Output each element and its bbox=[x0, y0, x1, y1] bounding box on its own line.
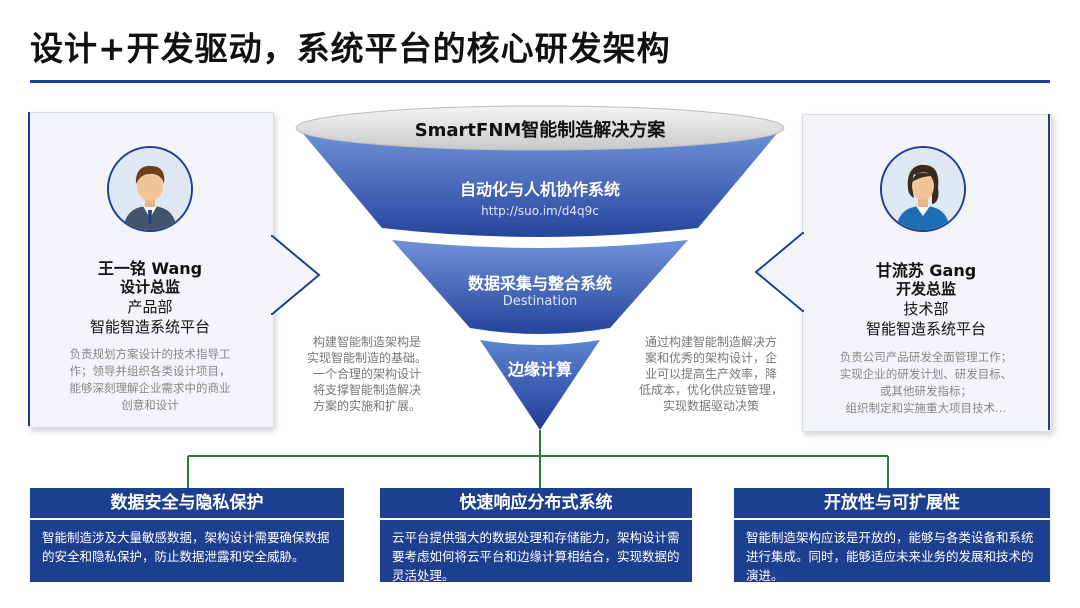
right-note: 通过构建智能制造解决方 案和优秀的架构设计，企 业可以提高生产效率，降 低成本，… bbox=[638, 335, 783, 413]
page-title: 设计+开发驱动，系统平台的核心研发架构 bbox=[30, 29, 671, 68]
funnel-layer-1 bbox=[300, 130, 780, 237]
box-scalability-title: 开放性与可扩展性 bbox=[734, 488, 1050, 518]
right-person-role: 开发总监 bbox=[895, 280, 956, 298]
right-person-description: 负责公司产品研发全面管理工作； 实现企业的研发计划、研发目标、 或其他研发指标；… bbox=[839, 350, 1013, 415]
right-person-name: 甘流苏 Gang bbox=[875, 261, 977, 280]
right-card-pointer bbox=[754, 232, 804, 312]
male-avatar-icon bbox=[107, 146, 193, 232]
funnel-layer-3 bbox=[480, 340, 600, 430]
box-distributed-title: 快速响应分布式系统 bbox=[380, 488, 692, 518]
left-person-dept: 产品部 bbox=[127, 298, 173, 316]
right-person-platform: 智能智造系统平台 bbox=[865, 320, 986, 338]
left-person-platform: 智能智造系统平台 bbox=[89, 318, 210, 336]
left-person-name: 王一铭 Wang bbox=[97, 259, 203, 278]
box-security-title: 数据安全与隐私保护 bbox=[30, 488, 344, 518]
box-distributed-body: 云平台提供强大的数据处理和存储能力，架构设计需要考虑如何将云平台和边缘计算相结合… bbox=[380, 520, 692, 583]
funnel-layer-1-title: 自动化与人机协作系统 bbox=[459, 180, 620, 199]
right-card-edge bbox=[1048, 114, 1050, 430]
left-note: 构建智能制造架构是 实现智能制造的基础。 一个合理的架构设计 将支撑智能制造解决… bbox=[306, 335, 427, 413]
box-security-body: 智能制造涉及大量敏感数据，架构设计需要确保数据的安全和隐私保护，防止数据泄露和安… bbox=[30, 520, 344, 582]
left-person-description: 负责规划方案设计的技术指导工 作；领导并组织各类设计项目， 能够深刻理解企业需求… bbox=[69, 347, 231, 412]
left-person-role: 设计总监 bbox=[119, 278, 180, 296]
funnel-diagram bbox=[295, 105, 785, 430]
right-person-dept: 技术部 bbox=[903, 300, 949, 318]
funnel-layer-1-subtitle: http://suo.im/d4q9c bbox=[481, 204, 599, 218]
funnel-top-label: SmartFNM智能制造解决方案 bbox=[414, 120, 666, 141]
left-card-pointer bbox=[271, 235, 321, 315]
connector-lines bbox=[187, 430, 889, 488]
female-avatar-icon bbox=[880, 146, 966, 232]
box-scalability-body: 智能制造架构应该是开放的，能够与各类设备和系统进行集成。同时，能够适应未来业务的… bbox=[734, 520, 1050, 583]
funnel-rim bbox=[295, 105, 785, 151]
left-card-edge bbox=[28, 112, 30, 426]
funnel-layer-2-title: 数据采集与整合系统 bbox=[467, 274, 612, 293]
title-divider bbox=[30, 80, 1050, 83]
funnel-layer-2-subtitle: Destination bbox=[502, 294, 578, 309]
funnel-layer-2 bbox=[392, 240, 688, 334]
funnel-layer-3-title: 边缘计算 bbox=[507, 360, 572, 379]
